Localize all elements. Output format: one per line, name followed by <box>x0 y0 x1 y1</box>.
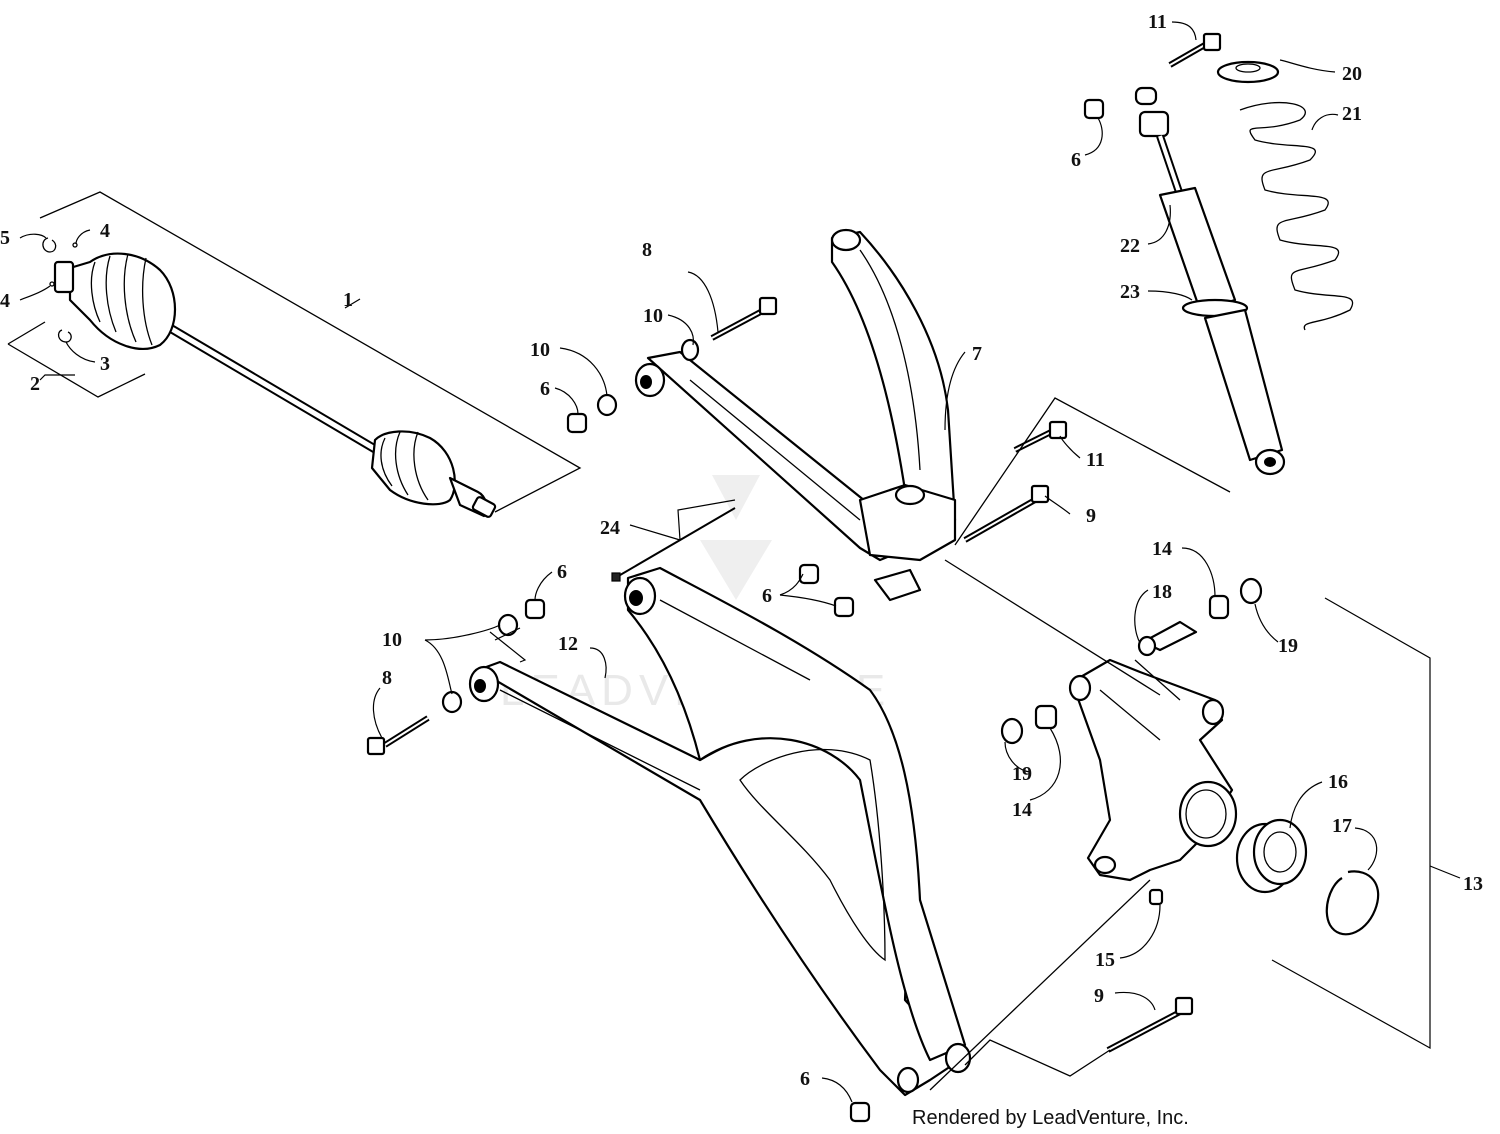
upper-a-arm <box>634 228 957 602</box>
cv-axle <box>7 191 582 518</box>
callout-7: 7 <box>972 343 982 365</box>
callout-9-upper: 9 <box>1086 505 1096 527</box>
callout-3: 3 <box>100 353 110 375</box>
callout-10-lower: 10 <box>382 629 402 651</box>
callout-4-bottom: 4 <box>0 290 10 312</box>
spring <box>1216 60 1353 331</box>
callout-6-upper-arm: 6 <box>540 378 550 400</box>
bolts <box>366 32 1222 1053</box>
callouts: 1 2 3 4 4 5 6 6 6 6 6 7 8 8 9 9 10 10 10… <box>0 11 1483 1090</box>
hub-parts <box>1000 577 1380 936</box>
snap-ring-5 <box>42 237 57 253</box>
callout-18: 18 <box>1152 581 1172 603</box>
callout-20: 20 <box>1342 63 1362 85</box>
callout-13: 13 <box>1463 873 1483 895</box>
callout-15: 15 <box>1095 949 1115 971</box>
callout-19-left: 19 <box>1012 763 1032 785</box>
callout-8-upper: 8 <box>642 239 652 261</box>
snap-ring-3 <box>57 329 72 343</box>
callout-11-arm: 11 <box>1086 449 1105 471</box>
callout-22: 22 <box>1120 235 1140 257</box>
callout-21: 21 <box>1342 103 1362 125</box>
leader-lines <box>19 21 1461 1103</box>
nuts-washers <box>441 98 1105 1123</box>
callout-1: 1 <box>343 289 353 311</box>
callout-19-right: 19 <box>1278 635 1298 657</box>
callout-9-lower: 9 <box>1094 985 1104 1007</box>
callout-16: 16 <box>1328 771 1348 793</box>
callout-8-lower: 8 <box>382 667 392 689</box>
lower-a-arm <box>468 566 972 1097</box>
callout-4-top: 4 <box>100 220 110 242</box>
shock-absorber <box>1134 86 1286 476</box>
callout-5: 5 <box>0 227 10 249</box>
render-credit: Rendered by LeadVenture, Inc. <box>912 1107 1189 1129</box>
callout-6-mid: 6 <box>762 585 772 607</box>
callout-17: 17 <box>1332 815 1352 837</box>
callout-14-upper: 14 <box>1152 538 1172 560</box>
callout-23: 23 <box>1120 281 1140 303</box>
steering-knuckle <box>1068 658 1238 882</box>
callout-6-lower-arm: 6 <box>557 561 567 583</box>
callout-6-bottom: 6 <box>800 1068 810 1090</box>
callout-24: 24 <box>600 517 620 539</box>
callout-11-shock: 11 <box>1148 11 1167 33</box>
callout-10-upper-outer: 10 <box>530 339 550 361</box>
callout-12: 12 <box>558 633 578 655</box>
callout-2: 2 <box>30 373 40 395</box>
callout-14-lower: 14 <box>1012 799 1032 821</box>
callout-10-upper-inner: 10 <box>643 305 663 327</box>
callout-6-shock: 6 <box>1071 149 1081 171</box>
